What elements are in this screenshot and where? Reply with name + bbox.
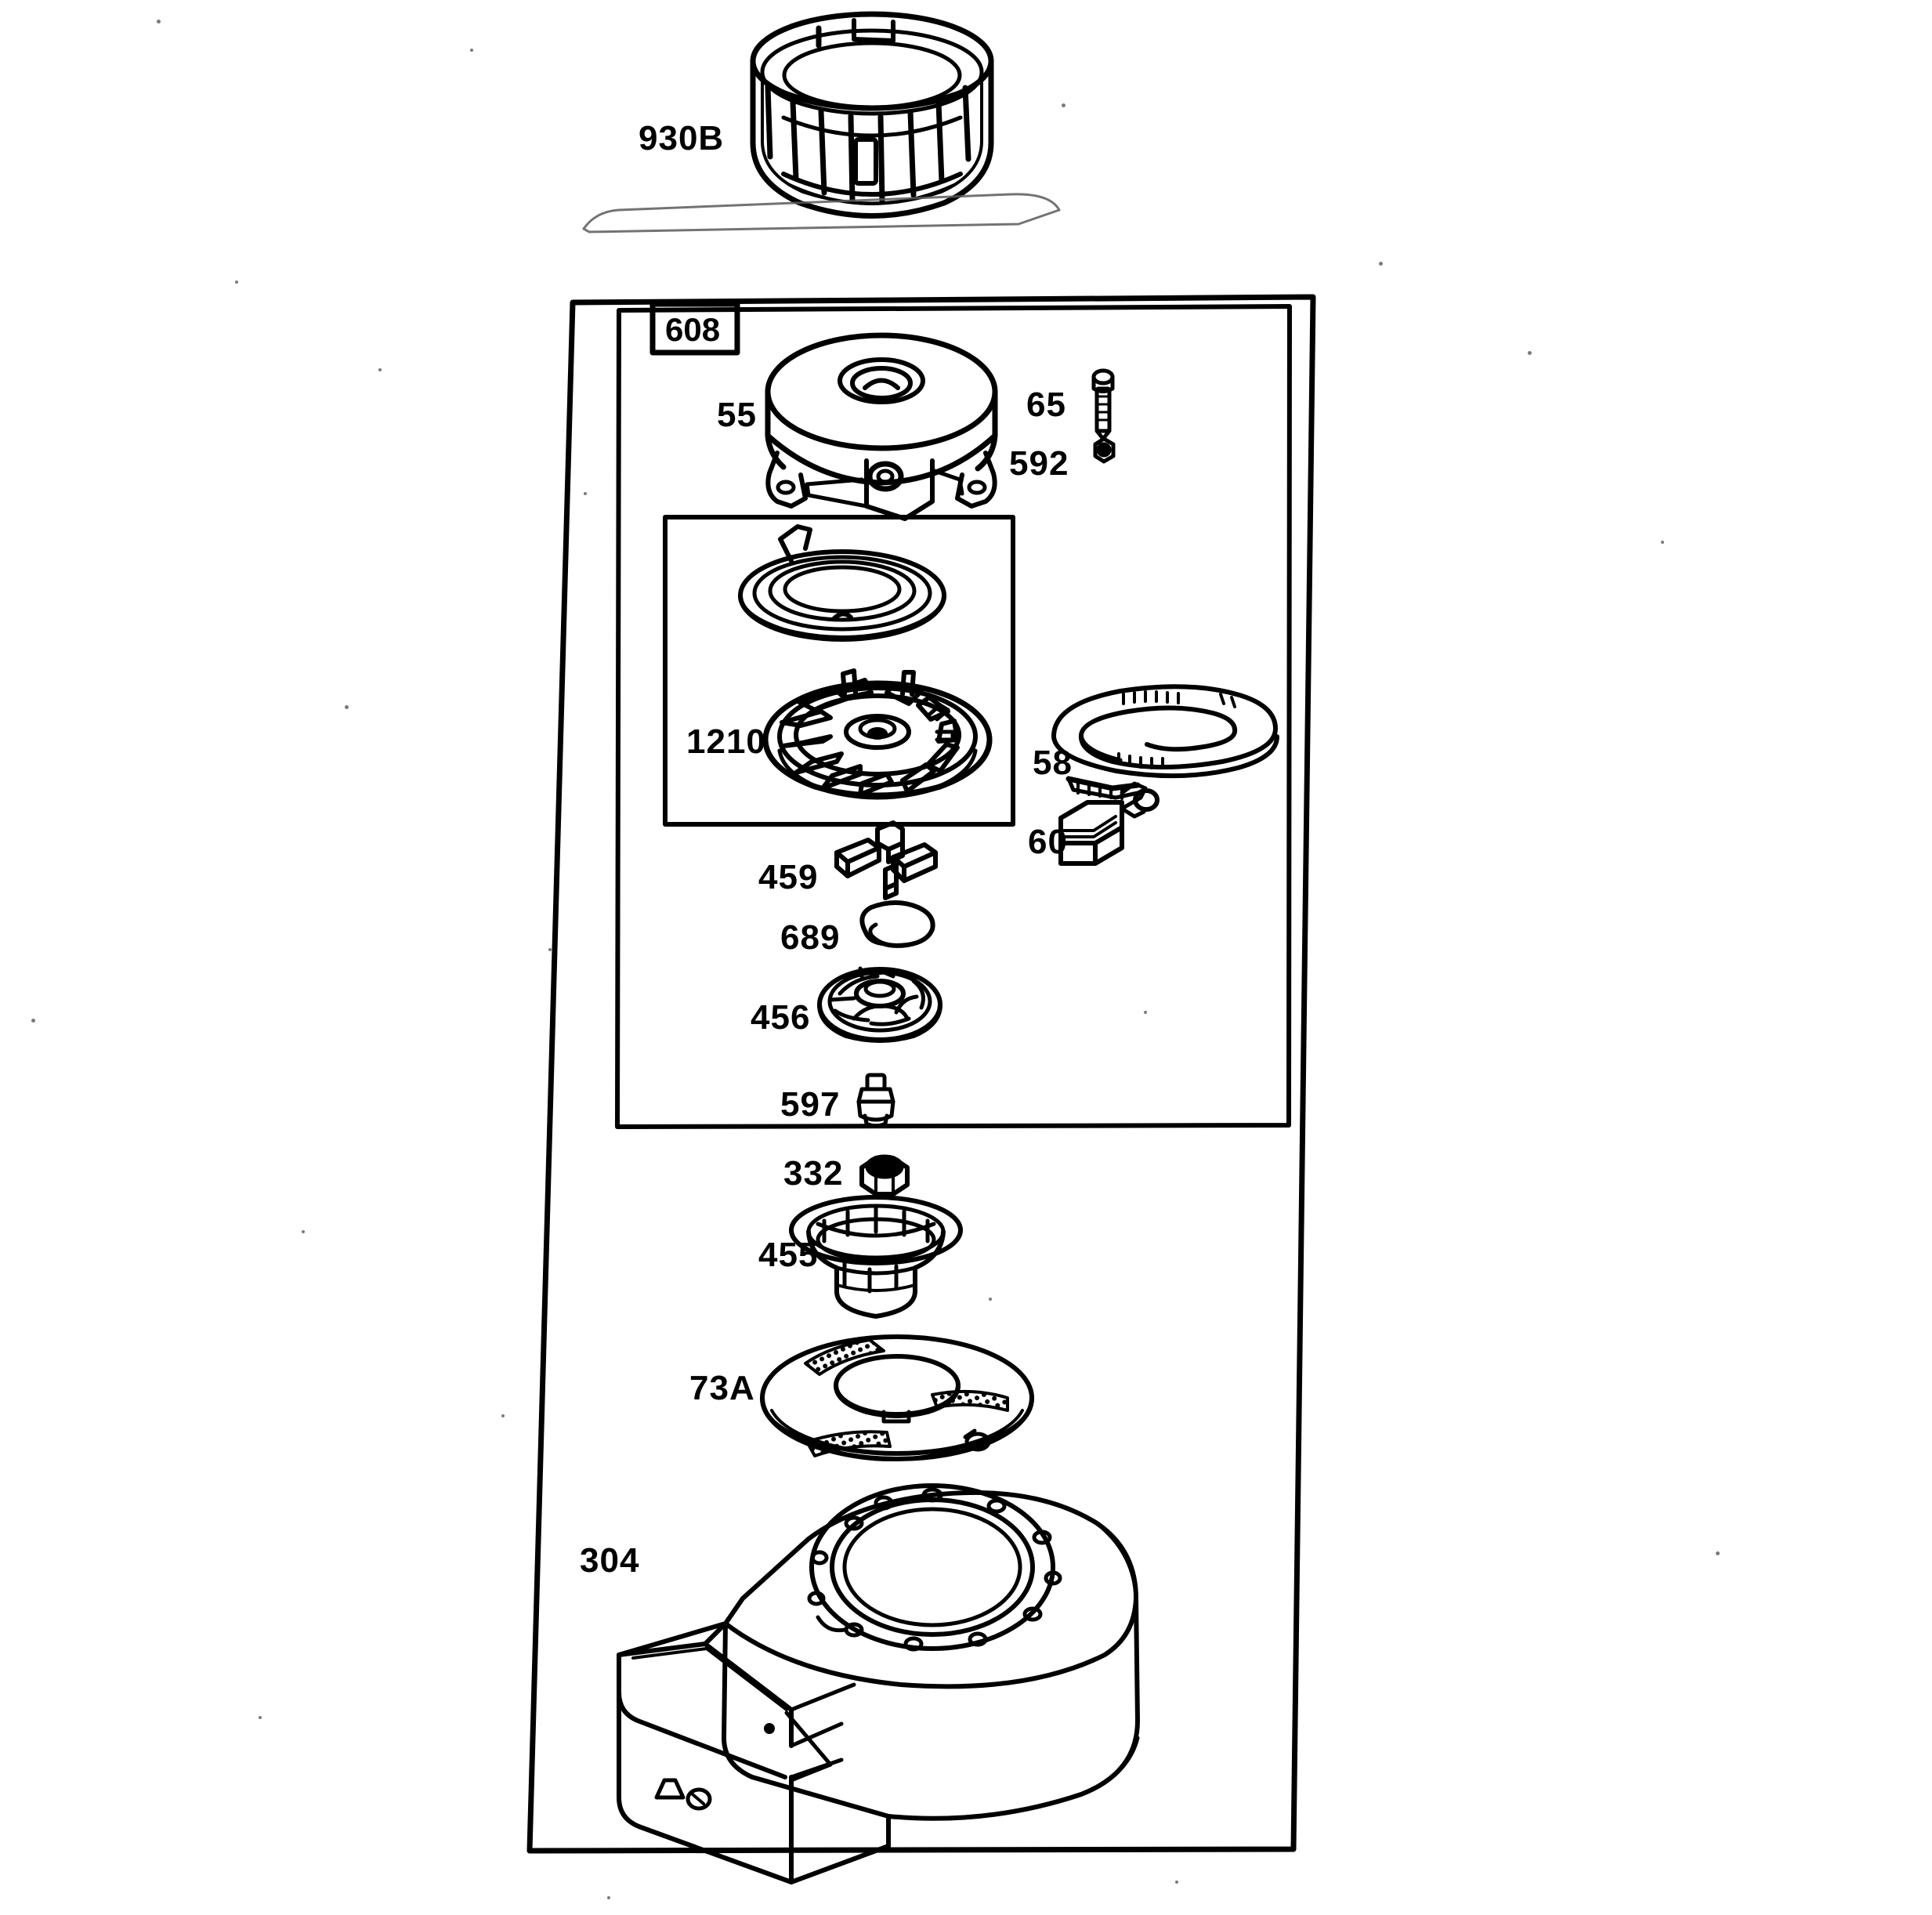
- scan-speck: [1528, 351, 1532, 355]
- starter-subgroup-box: [615, 304, 1292, 1129]
- callout-60: 60: [1028, 823, 1068, 861]
- callout-455: 455: [758, 1236, 819, 1274]
- scan-speck: [1144, 1011, 1147, 1014]
- scan-speck: [345, 705, 349, 709]
- part-73a-rotating-screen: [760, 1334, 1034, 1462]
- scan-speck: [235, 281, 238, 284]
- callout-592: 592: [1009, 444, 1069, 483]
- scan-speck: [259, 1716, 262, 1719]
- callout-304: 304: [580, 1541, 640, 1580]
- part-65-screw: [1091, 368, 1115, 441]
- callout-73a: 73A: [689, 1369, 755, 1407]
- ghost-outline-housing: [582, 193, 1061, 233]
- scan-speck: [470, 49, 473, 52]
- part-332-flywheel-nut: [859, 1154, 910, 1196]
- part-304-blower-housing: [617, 1483, 1140, 1884]
- group-box-label-608: 608: [665, 311, 721, 348]
- callout-459: 459: [758, 858, 819, 896]
- callout-332: 332: [783, 1154, 844, 1193]
- part-597-starter-screw: [856, 1073, 895, 1128]
- part-930b-ring: [750, 11, 994, 219]
- scan-speck: [1175, 1881, 1178, 1884]
- scan-speck: [302, 1230, 305, 1233]
- outer-group-box: [526, 294, 1316, 1854]
- callout-55: 55: [717, 396, 757, 434]
- callout-689: 689: [780, 918, 841, 957]
- scan-speck: [1661, 541, 1664, 544]
- scan-speck: [607, 1896, 610, 1899]
- part-58-starter-rope: [1051, 684, 1279, 800]
- part-455-clutch-housing: [789, 1195, 963, 1319]
- scan-speck: [1379, 262, 1383, 266]
- callout-1210: 1210: [686, 722, 766, 761]
- part-60-starter-grip: [1058, 781, 1160, 866]
- part-456-friction-plate: [817, 966, 942, 1043]
- callout-930b: 930B: [639, 119, 725, 157]
- part-55-rewind-starter: [765, 332, 998, 521]
- scan-speck: [1062, 103, 1065, 107]
- scan-speck: [548, 948, 552, 951]
- scan-speck: [31, 1019, 35, 1023]
- part-1210-starter-pulley: [762, 668, 993, 800]
- scan-speck: [501, 1414, 505, 1417]
- scan-speck: [584, 492, 587, 495]
- part-689-retaining-clip: [859, 900, 935, 948]
- scan-speck: [989, 1298, 992, 1301]
- part-1210-recoil-spring: [738, 524, 946, 642]
- pulley-kit-box-1210: [663, 515, 1015, 827]
- callout-65: 65: [1026, 386, 1066, 424]
- callout-597: 597: [780, 1085, 841, 1124]
- callout-58: 58: [1033, 744, 1073, 782]
- scan-speck: [157, 20, 161, 24]
- callout-456: 456: [751, 998, 811, 1037]
- scan-speck: [378, 368, 382, 371]
- part-592-nut: [1093, 436, 1116, 464]
- part-459-starter-dog: [834, 820, 938, 900]
- group-label-box-608: [649, 301, 740, 356]
- scan-speck: [1716, 1551, 1720, 1555]
